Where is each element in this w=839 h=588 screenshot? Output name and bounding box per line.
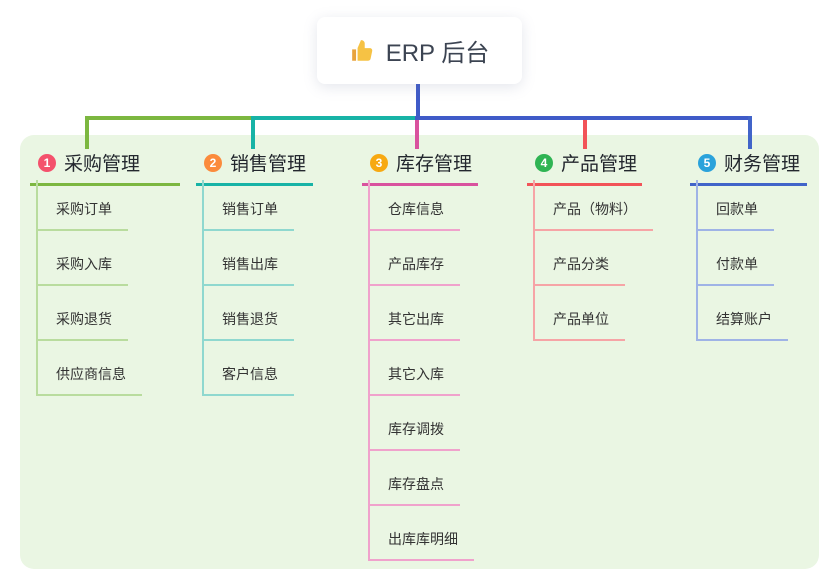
child-node[interactable]: 产品库存 (368, 254, 460, 286)
subtree-line-product (533, 180, 535, 341)
branch-node-sales[interactable]: 2 销售管理 (196, 147, 313, 186)
child-node[interactable]: 回款单 (696, 199, 774, 231)
child-node[interactable]: 其它入库 (368, 364, 460, 396)
drop-line-product (583, 120, 587, 149)
child-node[interactable]: 采购订单 (36, 199, 128, 231)
child-node[interactable]: 付款单 (696, 254, 774, 286)
branch-label: 销售管理 (230, 154, 307, 175)
child-node[interactable]: 采购退货 (36, 309, 128, 341)
branch-number-badge: 4 (535, 153, 553, 172)
branch-label: 库存管理 (396, 154, 473, 175)
child-node[interactable]: 销售退货 (202, 309, 294, 341)
subtree-line-sales (202, 180, 204, 396)
child-node[interactable]: 客户信息 (202, 364, 294, 396)
root-label: ERP 后台 (385, 40, 490, 67)
child-node[interactable]: 产品单位 (533, 309, 625, 341)
child-node[interactable]: 采购入库 (36, 254, 128, 286)
child-node[interactable]: 销售订单 (202, 199, 294, 231)
branch-node-product[interactable]: 4 产品管理 (527, 147, 642, 186)
child-node[interactable]: 产品分类 (533, 254, 625, 286)
child-node[interactable]: 仓库信息 (368, 199, 460, 231)
child-node[interactable]: 供应商信息 (36, 364, 142, 396)
branch-node-finance[interactable]: 5 财务管理 (690, 147, 807, 186)
child-node[interactable]: 销售出库 (202, 254, 294, 286)
branch-number-badge: 1 (38, 153, 56, 172)
branches-panel (20, 135, 819, 569)
subtree-line-purchase (36, 180, 38, 396)
child-node[interactable]: 产品（物料） (533, 199, 653, 231)
thumbs-up-icon (350, 38, 376, 64)
subtree-line-inventory (368, 180, 370, 561)
branch-number-badge: 3 (370, 153, 388, 172)
drop-line-finance (748, 116, 752, 149)
subtree-line-finance (696, 180, 698, 341)
child-node[interactable]: 库存调拨 (368, 419, 460, 451)
child-node[interactable]: 其它出库 (368, 309, 460, 341)
branch-number-badge: 5 (698, 153, 716, 172)
connector-line-purchase (86, 116, 255, 120)
branch-label: 财务管理 (724, 154, 801, 175)
drop-line-sales (251, 116, 255, 149)
child-node[interactable]: 出库库明细 (368, 529, 474, 561)
root-connector-line (416, 84, 420, 119)
branch-number-badge: 2 (204, 153, 222, 172)
branch-node-inventory[interactable]: 3 库存管理 (362, 147, 478, 186)
branch-label: 采购管理 (64, 154, 141, 175)
mindmap-root-node[interactable]: ERP 后台 (317, 17, 522, 84)
drop-line-purchase (85, 116, 89, 149)
branch-label: 产品管理 (561, 154, 638, 175)
connector-line-finance (415, 116, 752, 120)
child-node[interactable]: 库存盘点 (368, 474, 460, 506)
connector-line-sales (253, 116, 417, 120)
branch-node-purchase[interactable]: 1 采购管理 (30, 147, 180, 186)
child-node[interactable]: 结算账户 (696, 309, 788, 341)
drop-line-inventory (415, 120, 419, 149)
